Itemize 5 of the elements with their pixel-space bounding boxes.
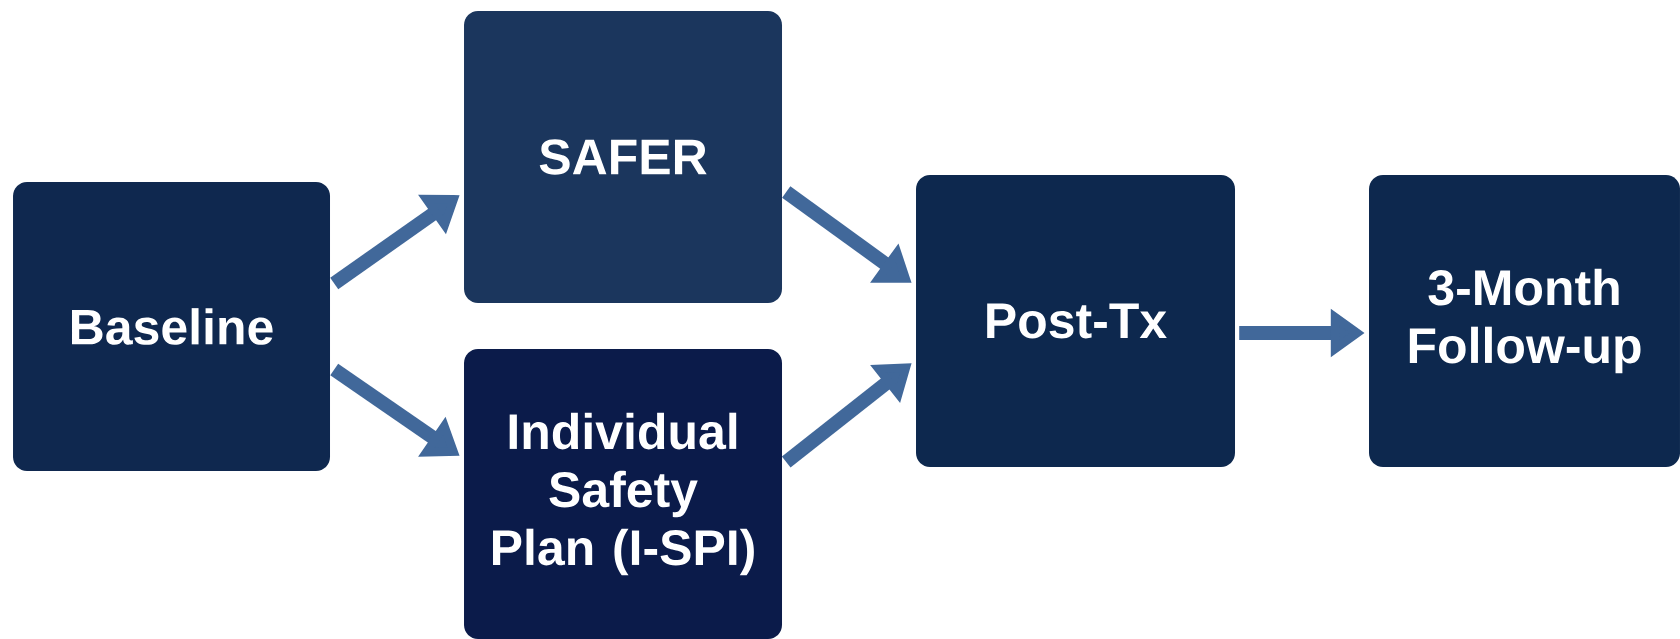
process-box: Post-Tx bbox=[916, 175, 1235, 467]
process-box: SAFER bbox=[464, 11, 782, 303]
process-box: 3-Month Follow-up bbox=[1369, 175, 1680, 467]
process-box: Individual Safety Plan (I-SPI) bbox=[464, 349, 782, 639]
process-box: Baseline bbox=[13, 182, 330, 471]
